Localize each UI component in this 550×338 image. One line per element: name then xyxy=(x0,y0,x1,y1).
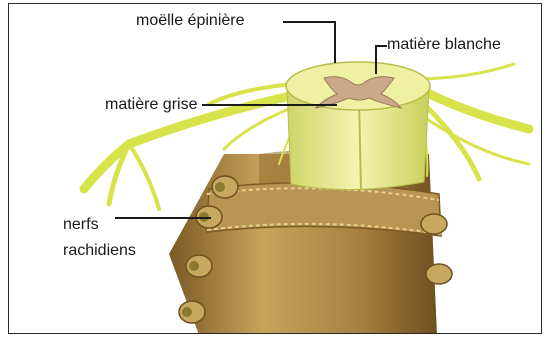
illustration-frame: moëlle épinière matière blanche matière … xyxy=(8,3,542,334)
label-moelle-epiniere: moëlle épinière xyxy=(136,11,245,31)
leader-moelle-drop xyxy=(334,21,336,63)
label-matiere-grise: matière grise xyxy=(105,95,197,115)
label-nerfs-line1: nerfs xyxy=(63,212,136,238)
leader-grise xyxy=(202,104,337,106)
leader-moelle xyxy=(283,21,335,23)
label-matiere-blanche: matière blanche xyxy=(387,35,501,55)
label-nerfs-line2: rachidiens xyxy=(63,238,136,264)
leader-blanche-drop xyxy=(375,45,377,74)
spinal-cord xyxy=(286,62,430,190)
label-nerfs-rachidiens: nerfs rachidiens xyxy=(63,212,136,264)
